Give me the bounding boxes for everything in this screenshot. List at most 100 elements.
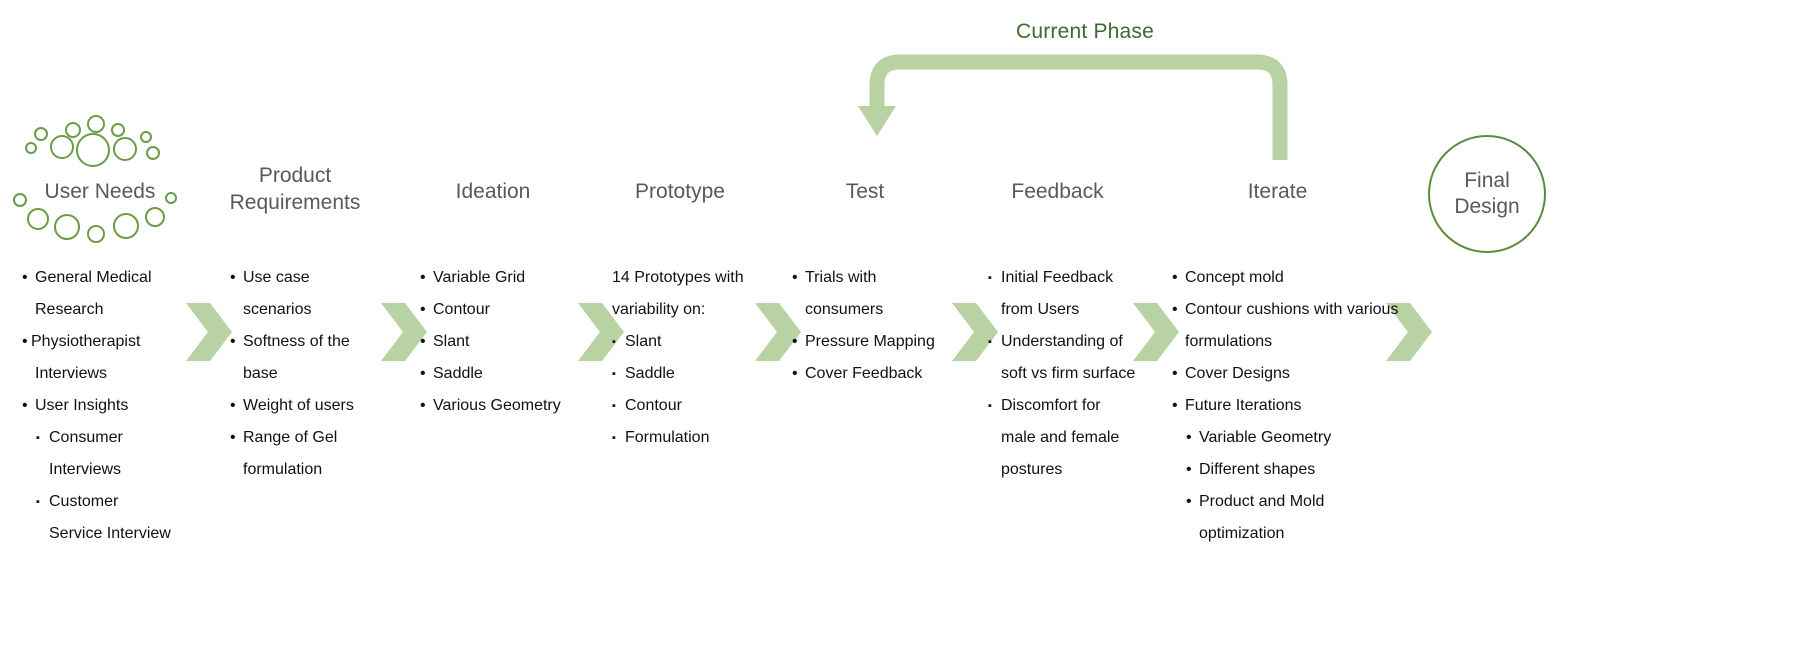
- list-item-continuation: male and female: [1001, 429, 1120, 446]
- stage-feedback[interactable]: Feedback: [980, 178, 1135, 205]
- list-item-label: Cover Designs: [1185, 365, 1290, 382]
- list-item-continuation: Interviews: [35, 365, 108, 382]
- stage-label: Feedback: [1011, 180, 1104, 203]
- stage-test[interactable]: Test: [790, 178, 940, 205]
- list-item-label: Cover Feedback: [805, 365, 923, 382]
- stage-prototype[interactable]: Prototype: [600, 178, 760, 205]
- list-item-label: User Insights: [35, 397, 129, 414]
- list-item-label: Variable Geometry: [1199, 429, 1332, 446]
- bullet-marker-icon: •: [420, 269, 426, 286]
- bullet-marker-icon: •: [22, 269, 28, 286]
- bullet-marker-icon: •: [230, 429, 236, 446]
- list-item: ▪Consumer: [36, 422, 222, 454]
- list-item: •Trials with: [792, 262, 982, 294]
- list-item: •Contour: [420, 294, 605, 326]
- list-item-continuation: Interviews: [49, 461, 122, 478]
- list-item: ▪Contour: [612, 390, 797, 422]
- bullet-marker-icon: •: [792, 269, 798, 286]
- list-item-continuation: Service Interview: [49, 525, 171, 542]
- list-item-label: Use case: [243, 269, 310, 286]
- list-item-continuation: soft vs firm surface: [1001, 365, 1136, 382]
- list-item-label: Contour: [625, 397, 682, 414]
- list-item-continuation: optimization: [1199, 525, 1285, 542]
- list-item: •Use case: [230, 262, 420, 294]
- final-design-label-wrap: Final Design: [1454, 168, 1519, 220]
- bullet-marker-icon: ▪: [988, 400, 992, 412]
- list-item: • User Insights: [22, 390, 222, 422]
- list-item: • Weight of users: [230, 390, 420, 422]
- bullet-marker-icon: ▪: [36, 496, 40, 508]
- bullet-marker-icon: •: [1186, 493, 1192, 510]
- list-item: • Softness of the: [230, 326, 420, 358]
- stage-label: Product: [258, 164, 332, 187]
- bullet-marker-icon: •: [22, 333, 28, 350]
- list-item-label: Saddle: [433, 365, 483, 382]
- bullet-marker-icon: ▪: [612, 368, 616, 380]
- list-item: ▪Saddle: [612, 358, 797, 390]
- chevron-right-icon-5: [952, 303, 998, 361]
- list-item-label: Various Geometry: [433, 397, 561, 414]
- list-item: •Different shapes: [1186, 454, 1432, 486]
- stage-product-requirements[interactable]: Product Requirements: [215, 162, 375, 216]
- list-item: ▪ Initial Feedback: [988, 262, 1183, 294]
- bullet-marker-icon: •: [1186, 429, 1192, 446]
- bullet-marker-icon: •: [230, 333, 236, 350]
- bullet-marker-icon: •: [420, 397, 426, 414]
- stage-ideation[interactable]: Ideation: [413, 178, 573, 205]
- chevron-right-icon-1: [186, 303, 232, 361]
- list-item-label: Weight of users: [243, 397, 354, 414]
- list-item-label: Discomfort for: [1001, 397, 1101, 414]
- list-item-label: Softness of the: [243, 333, 350, 350]
- bullet-marker-icon: •: [1172, 397, 1178, 414]
- stage-label: Prototype: [635, 180, 725, 203]
- stage-label-line2: Design: [1454, 195, 1520, 218]
- stage-iterate[interactable]: Iterate: [1200, 178, 1355, 205]
- bullet-marker-icon: ▪: [612, 432, 616, 444]
- bullet-marker-icon: •: [420, 301, 426, 318]
- list-item-label: General Medical: [35, 269, 152, 286]
- bullet-marker-icon: •: [22, 397, 28, 414]
- list-item-label: Contour cushions with various: [1185, 301, 1399, 318]
- chevron-right-icon-4: [755, 303, 801, 361]
- list-item: ▪ Discomfort for: [988, 390, 1183, 422]
- chevron-right-icon-2: [381, 303, 427, 361]
- list-item-label: Initial Feedback: [1001, 269, 1114, 286]
- stage-label: Test: [845, 180, 885, 203]
- list-item-continuation: consumers: [805, 301, 884, 318]
- chevron-right-icon-6: [1133, 303, 1179, 361]
- bullet-marker-icon: •: [420, 365, 426, 382]
- list-item-label: Slant: [625, 333, 662, 350]
- bullet-marker-icon: ▪: [988, 272, 992, 284]
- list-item-continuation: scenarios: [243, 301, 312, 318]
- list-item-continuation: base: [243, 365, 278, 382]
- bullet-marker-icon: •: [420, 333, 426, 350]
- bullet-marker-icon: ▪: [36, 432, 40, 444]
- list-item: •Cover Designs: [1172, 358, 1432, 390]
- list-item-label: Slant: [433, 333, 470, 350]
- bullet-column-iterate: •Concept mold•Contour cushions with vari…: [1172, 262, 1432, 550]
- stage-label: Ideation: [455, 180, 531, 203]
- list-item-label: Product and Mold: [1199, 493, 1325, 510]
- bullet-column-ideation: •Variable Grid•Contour•Slant•Saddle•Vari…: [420, 262, 605, 422]
- list-item-label: Physiotherapist: [31, 333, 141, 350]
- bullet-marker-icon: •: [1186, 461, 1192, 478]
- list-item: •Variable Grid: [420, 262, 605, 294]
- list-item: • Variable Geometry: [1186, 422, 1432, 454]
- list-item: ▪Formulation: [612, 422, 797, 454]
- list-item-label: Range of Gel: [243, 429, 338, 446]
- list-item: •Cover Feedback: [792, 358, 982, 390]
- list-item: • Saddle: [420, 358, 605, 390]
- list-item: ▪Slant: [612, 326, 797, 358]
- stage-label: Iterate: [1247, 180, 1308, 203]
- bullet-marker-icon: •: [230, 397, 236, 414]
- stage-user-needs[interactable]: User Needs: [20, 178, 180, 205]
- list-item-continuation: postures: [1001, 461, 1063, 478]
- stage-final-design[interactable]: Final Design: [1428, 135, 1546, 253]
- list-item-label: Customer: [49, 493, 119, 510]
- list-item: •Contour cushions with various: [1172, 294, 1432, 326]
- column-text: variability on:: [612, 301, 706, 318]
- list-item-label: Understanding of: [1001, 333, 1123, 350]
